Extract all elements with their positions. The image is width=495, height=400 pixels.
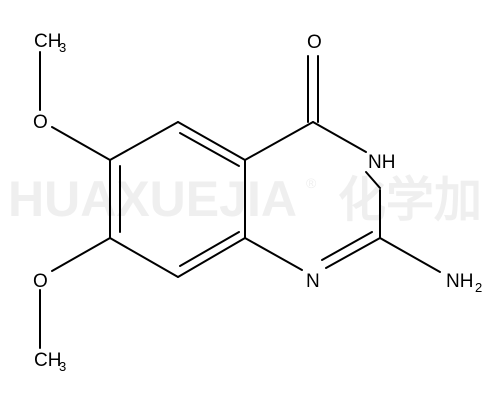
atom-carbonyl-oxygen: O [307,32,322,53]
atom-methoxy-bottom-oxygen: O [33,271,48,292]
bond-c2-n1 [325,237,381,269]
bond-c6-c5 [109,121,179,161]
atom-methoxy-bottom-methyl-subscript: 3 [59,359,66,374]
atom-methoxy-top-methyl-subscript: 3 [59,40,66,55]
bond-c8a-c8 [177,237,246,278]
bond-c2-n1-inner [321,231,373,261]
atom-labels: O NH N NH 2 O CH 3 O CH 3 [33,31,482,374]
bond-c2-amino [379,237,441,273]
bond-n3-c2 [365,171,381,189]
atom-amino-nh: NH [446,271,473,292]
bond-c7-o-bottom [51,237,111,272]
watermark: HUAXUEJIA ® 化学加 [8,171,482,228]
watermark-registered-mark: ® [306,175,317,191]
bond-lines [39,51,441,349]
bond-c5-c4a-inner [179,132,240,167]
atom-methoxy-top-oxygen: O [33,112,48,133]
atom-ring-n: N [306,271,320,292]
atom-ring-nh: NH [368,152,395,173]
atom-amino-subscript: 2 [475,280,482,295]
bond-c8a-c8-inner [179,231,240,267]
atom-methoxy-top-methyl: CH [34,31,61,52]
bond-c4-n3 [312,121,367,153]
watermark-brand-latin: HUAXUEJIA [8,171,297,227]
bond-c5-c4a [177,121,246,161]
watermark-brand-cjk: 化学加 [338,172,482,228]
atom-methoxy-bottom-methyl: CH [34,350,61,371]
bond-c8-c7 [109,237,179,278]
bond-n1-c8a [244,237,303,271]
bond-c6-o-top [51,126,111,161]
bond-c4a-c4 [244,121,314,161]
